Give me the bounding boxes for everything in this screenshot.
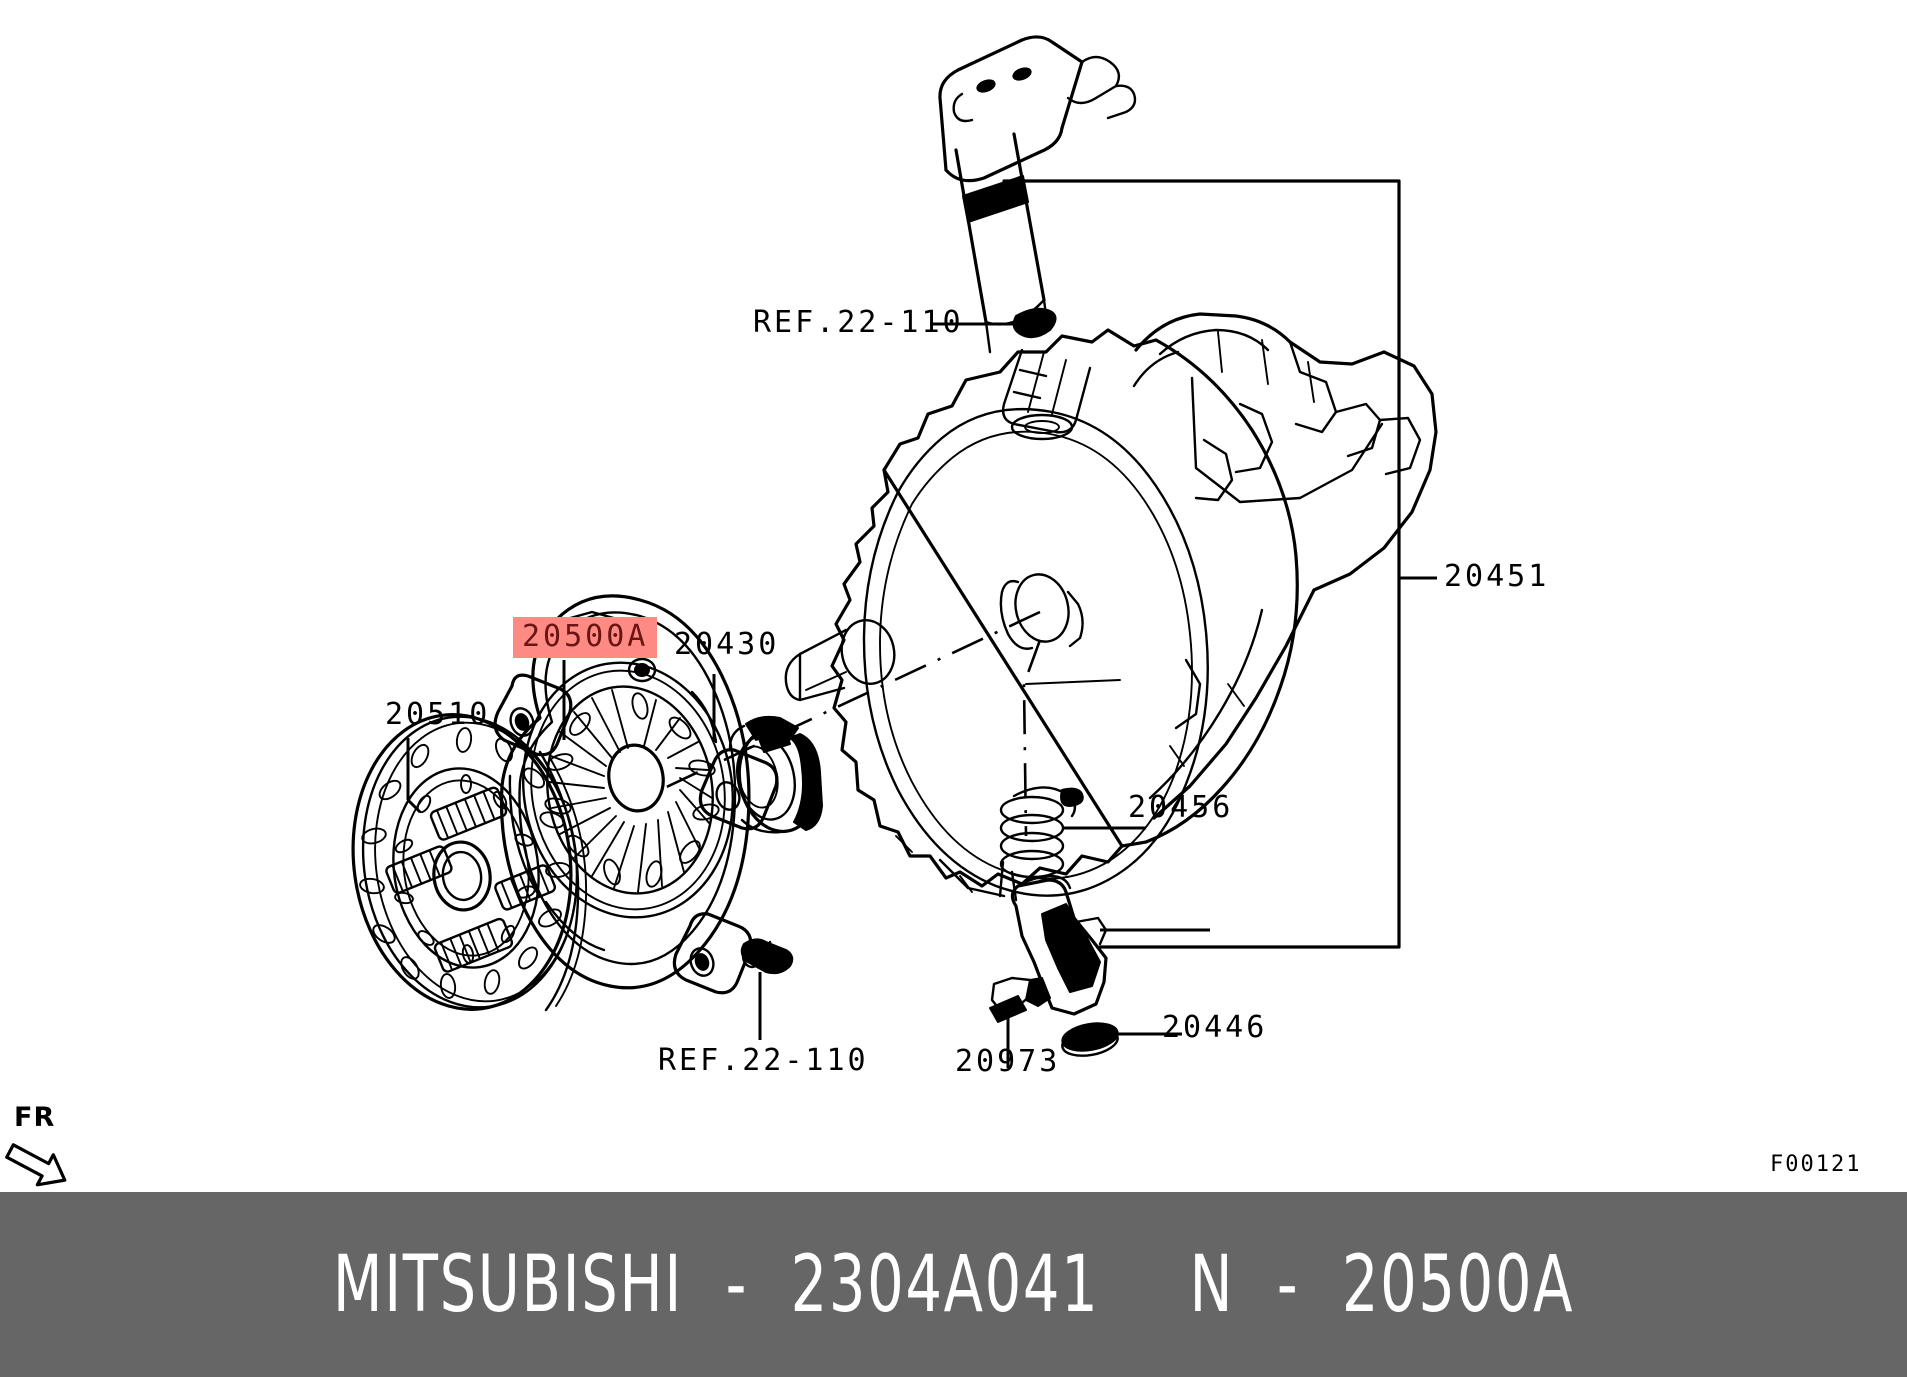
callout-20510[interactable]: 20510 (385, 697, 491, 732)
footer-group-number: 20500A (1341, 1239, 1575, 1330)
footer-brand: MITSUBISHI (332, 1239, 683, 1330)
shift-shaft-bushing (1012, 307, 1057, 339)
callout-20446[interactable]: 20446 (1162, 1010, 1268, 1045)
housing-left-boss (784, 619, 896, 702)
footer-group-separator: - (1276, 1239, 1300, 1330)
release-fork (990, 874, 1210, 1016)
clip-20446 (1061, 1022, 1182, 1057)
ref-bolt (740, 938, 794, 1040)
footer-separator: - (725, 1239, 748, 1330)
cover-mounting-lugs (493, 673, 779, 995)
footer-catalog-number: 2304A041 (790, 1239, 1100, 1330)
fr-arrow (5, 1143, 67, 1187)
transmission-housing (659, 312, 1438, 898)
input-shaft-bore (999, 573, 1084, 650)
callout-20430[interactable]: 20430 (674, 627, 780, 662)
callout-20456[interactable]: 20456 (1128, 790, 1234, 825)
clutch-disc-20510 (351, 713, 588, 1012)
footer-band (0, 1192, 1907, 1377)
footer-group-prefix: N (1189, 1239, 1235, 1330)
damper-springs (385, 786, 557, 973)
callout-ref-22-110-top[interactable]: REF.22-110 (753, 305, 964, 340)
shift-shaft-port (1001, 348, 1092, 441)
return-spring-20456 (998, 786, 1146, 902)
diaphragm-spring (521, 661, 735, 919)
footer-caption: MITSUBISHI - 2304A041 N - 20500A (172, 1192, 1736, 1377)
callout-20451[interactable]: 20451 (1444, 559, 1550, 594)
fr-orientation-label: FR (14, 1102, 56, 1133)
spring-pin-20973 (989, 995, 1027, 1068)
bracket-20451 (1002, 179, 1437, 949)
callout-20973[interactable]: 20973 (955, 1044, 1061, 1079)
callout-20500a[interactable]: 20500A (513, 617, 658, 658)
figure-code: F00121 (1770, 1152, 1862, 1177)
callout-ref-22-110-bottom[interactable]: REF.22-110 (658, 1043, 869, 1078)
shift-shaft-assembly (938, 35, 1137, 354)
